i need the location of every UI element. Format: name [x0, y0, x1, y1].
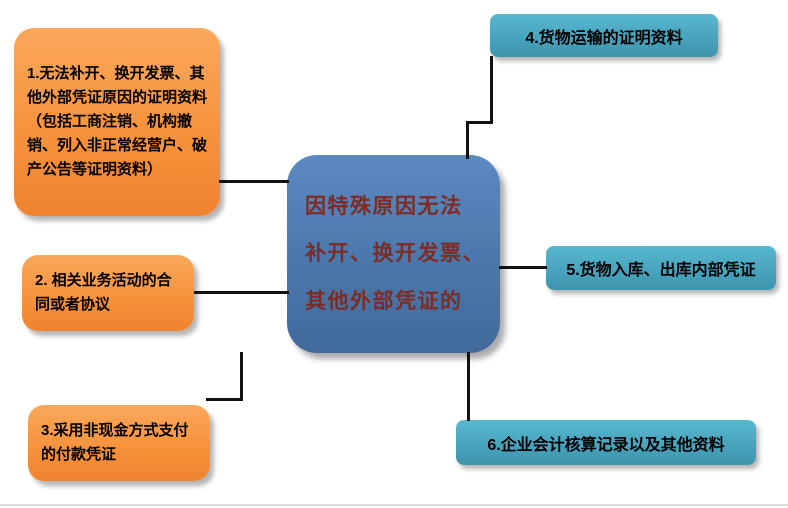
- node-proof-materials: 1.无法补开、换开发票、其他外部凭证原因的证明资料（包括工商注销、机构撤销、列入…: [14, 28, 220, 216]
- connector-node1: [219, 180, 289, 183]
- connector-node5: [499, 266, 547, 269]
- image-bottom-border: [0, 504, 788, 506]
- central-topic-line-2: 补开、换开发票、: [305, 242, 485, 266]
- node-contract-agreement-label: 2. 相关业务活动的合同或者协议: [35, 272, 172, 313]
- node-noncash-payment-voucher: 3.采用非现金方式支付的付款凭证: [28, 405, 210, 481]
- node-central-topic: 因特殊原因无法 补开、换开发票、 其他外部凭证的: [287, 155, 500, 353]
- node-accounting-records-label: 6.企业会计核算记录以及其他资料: [487, 436, 725, 454]
- node-contract-agreement: 2. 相关业务活动的合同或者协议: [22, 255, 194, 331]
- node-warehouse-vouchers: 5.货物入库、出库内部凭证: [546, 246, 776, 290]
- connector-node3-horizontal: [206, 398, 243, 401]
- node-proof-materials-label: 1.无法补开、换开发票、其他外部凭证原因的证明资料（包括工商注销、机构撤销、列入…: [27, 65, 208, 178]
- connector-node4-vertical-upper: [490, 56, 493, 124]
- node-transport-proof-label: 4.货物运输的证明资料: [525, 29, 683, 47]
- connector-node4-horizontal: [466, 121, 493, 124]
- central-topic-line-3: 其他外部凭证的: [305, 289, 463, 313]
- connector-node6: [467, 352, 470, 421]
- node-warehouse-vouchers-label: 5.货物入库、出库内部凭证: [566, 262, 756, 279]
- connector-node3-vertical: [240, 352, 243, 401]
- node-noncash-payment-voucher-label: 3.采用非现金方式支付的付款凭证: [41, 422, 189, 463]
- central-topic-line-1: 因特殊原因无法: [305, 195, 463, 219]
- connector-node2: [194, 291, 289, 294]
- node-accounting-records: 6.企业会计核算记录以及其他资料: [456, 420, 756, 465]
- node-transport-proof: 4.货物运输的证明资料: [490, 14, 718, 57]
- connector-node4-vertical-lower: [466, 121, 469, 159]
